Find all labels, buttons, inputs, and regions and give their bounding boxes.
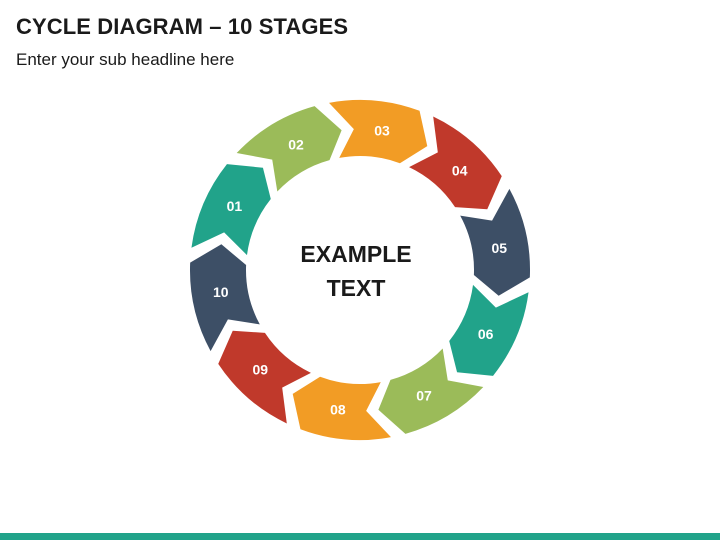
stage-label-07: 07	[416, 388, 432, 404]
stage-label-02: 02	[288, 136, 304, 152]
page-title: CYCLE DIAGRAM – 10 STAGES	[16, 14, 349, 39]
stage-label-04: 04	[452, 162, 468, 178]
center-text-line-2: TEXT	[327, 275, 386, 301]
stage-segment-07	[378, 348, 484, 434]
stage-segment-08	[292, 376, 391, 440]
page-subtitle: Enter your sub headline here	[16, 50, 235, 69]
stage-group: 01 02 03 04 05 06 07 08 09 10	[189, 100, 531, 440]
bottom-accent-bar	[0, 533, 720, 540]
stage-segment-02	[236, 106, 342, 192]
stage-segment-04	[409, 116, 502, 210]
stage-segment-03	[329, 100, 428, 164]
stage-label-09: 09	[253, 362, 269, 378]
stage-label-05: 05	[491, 240, 507, 256]
stage-label-10: 10	[213, 284, 229, 300]
stage-segment-09	[218, 330, 311, 424]
stage-label-03: 03	[374, 123, 390, 139]
stage-label-01: 01	[227, 198, 243, 214]
stage-segment-01	[191, 164, 271, 256]
center-text-line-1: EXAMPLE	[300, 241, 411, 267]
stage-segment-06	[449, 284, 529, 376]
stage-segment-05	[460, 188, 531, 296]
stage-label-06: 06	[478, 326, 494, 342]
stage-label-08: 08	[330, 401, 346, 417]
stage-segment-10	[189, 244, 260, 352]
